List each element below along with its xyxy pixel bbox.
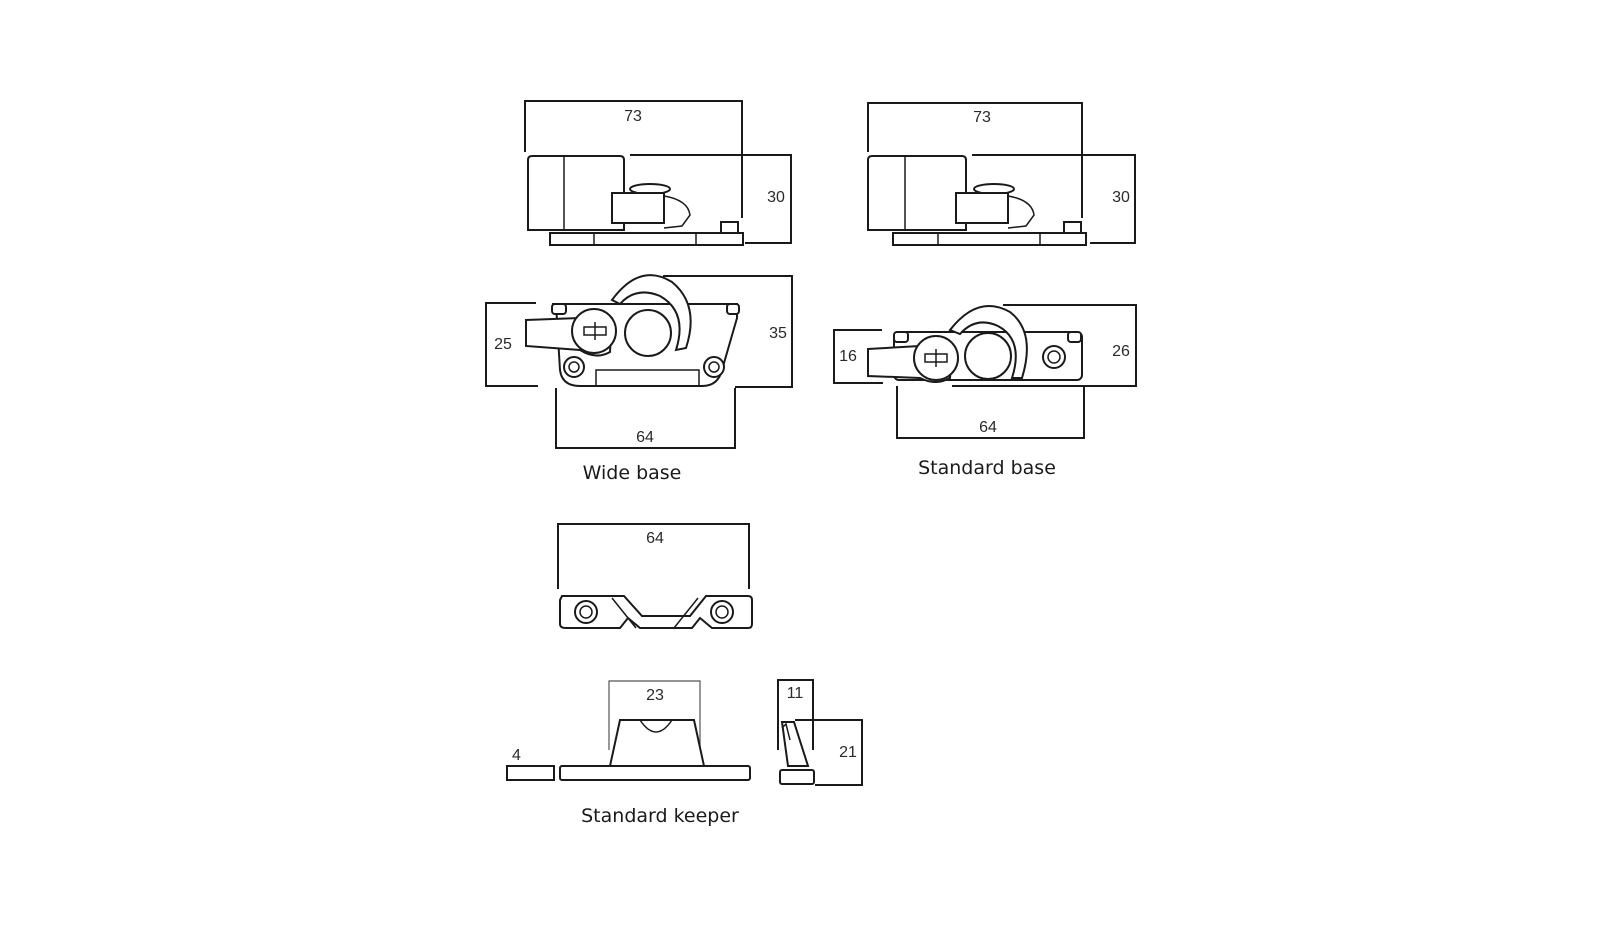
dim-73: 73 <box>624 108 642 125</box>
dim-30: 30 <box>767 189 785 206</box>
standard-base-side-view: 73 30 <box>867 102 1136 246</box>
dim-4: 4 <box>512 747 521 764</box>
dim-64-standard: 64 <box>979 419 997 436</box>
dim-line-30 <box>630 154 792 244</box>
keeper-side-view: 11 21 <box>777 679 863 786</box>
dim-line-25 <box>485 302 538 387</box>
caption-wide-base: Wide base <box>583 462 682 484</box>
dim-line-73-standard <box>867 102 1083 218</box>
keeper-top-view: 64 <box>557 523 753 629</box>
cam-arc <box>610 274 692 352</box>
dim-line-64 <box>555 388 736 449</box>
dim-line-26 <box>952 304 1137 387</box>
dim-30-standard: 30 <box>1112 189 1130 206</box>
dim-16: 16 <box>839 348 857 365</box>
dim-line-64-keeper <box>557 523 750 589</box>
dim-line-35 <box>663 275 793 388</box>
wide-base-side-view: 73 30 <box>524 100 792 246</box>
thickness-indicator <box>506 765 555 781</box>
keeper-plate <box>559 595 753 629</box>
dim-line-21 <box>795 719 863 786</box>
caption-standard-base: Standard base <box>918 457 1056 479</box>
lock-cylinder <box>571 308 617 354</box>
standard-base-top-view: 16 26 64 Standard base <box>833 304 1137 479</box>
keeper-base <box>559 765 751 781</box>
dim-line-30-standard <box>972 154 1136 244</box>
dim-23: 23 <box>646 687 664 704</box>
dim-73-standard: 73 <box>973 109 991 126</box>
dim-64: 64 <box>636 429 654 446</box>
dim-line-11 <box>777 679 814 750</box>
keeper-hook <box>608 719 706 767</box>
wide-base-top-view: 25 35 64 Wide base <box>485 274 793 484</box>
dim-11: 11 <box>787 685 804 702</box>
handle-block <box>527 155 625 231</box>
dim-line-16 <box>833 329 883 384</box>
dim-21: 21 <box>839 744 857 761</box>
dim-26: 26 <box>1112 343 1130 360</box>
dim-line-23 <box>608 680 701 750</box>
dim-35: 35 <box>769 325 787 342</box>
dim-25: 25 <box>494 336 512 353</box>
dim-line-73 <box>524 100 743 218</box>
keeper-front-view: 23 4 <box>506 680 751 781</box>
dim-64-keeper: 64 <box>646 530 664 547</box>
cam-knob <box>624 309 672 357</box>
dim-line-64-standard <box>896 386 1085 439</box>
caption-standard-keeper: Standard keeper <box>581 805 739 827</box>
